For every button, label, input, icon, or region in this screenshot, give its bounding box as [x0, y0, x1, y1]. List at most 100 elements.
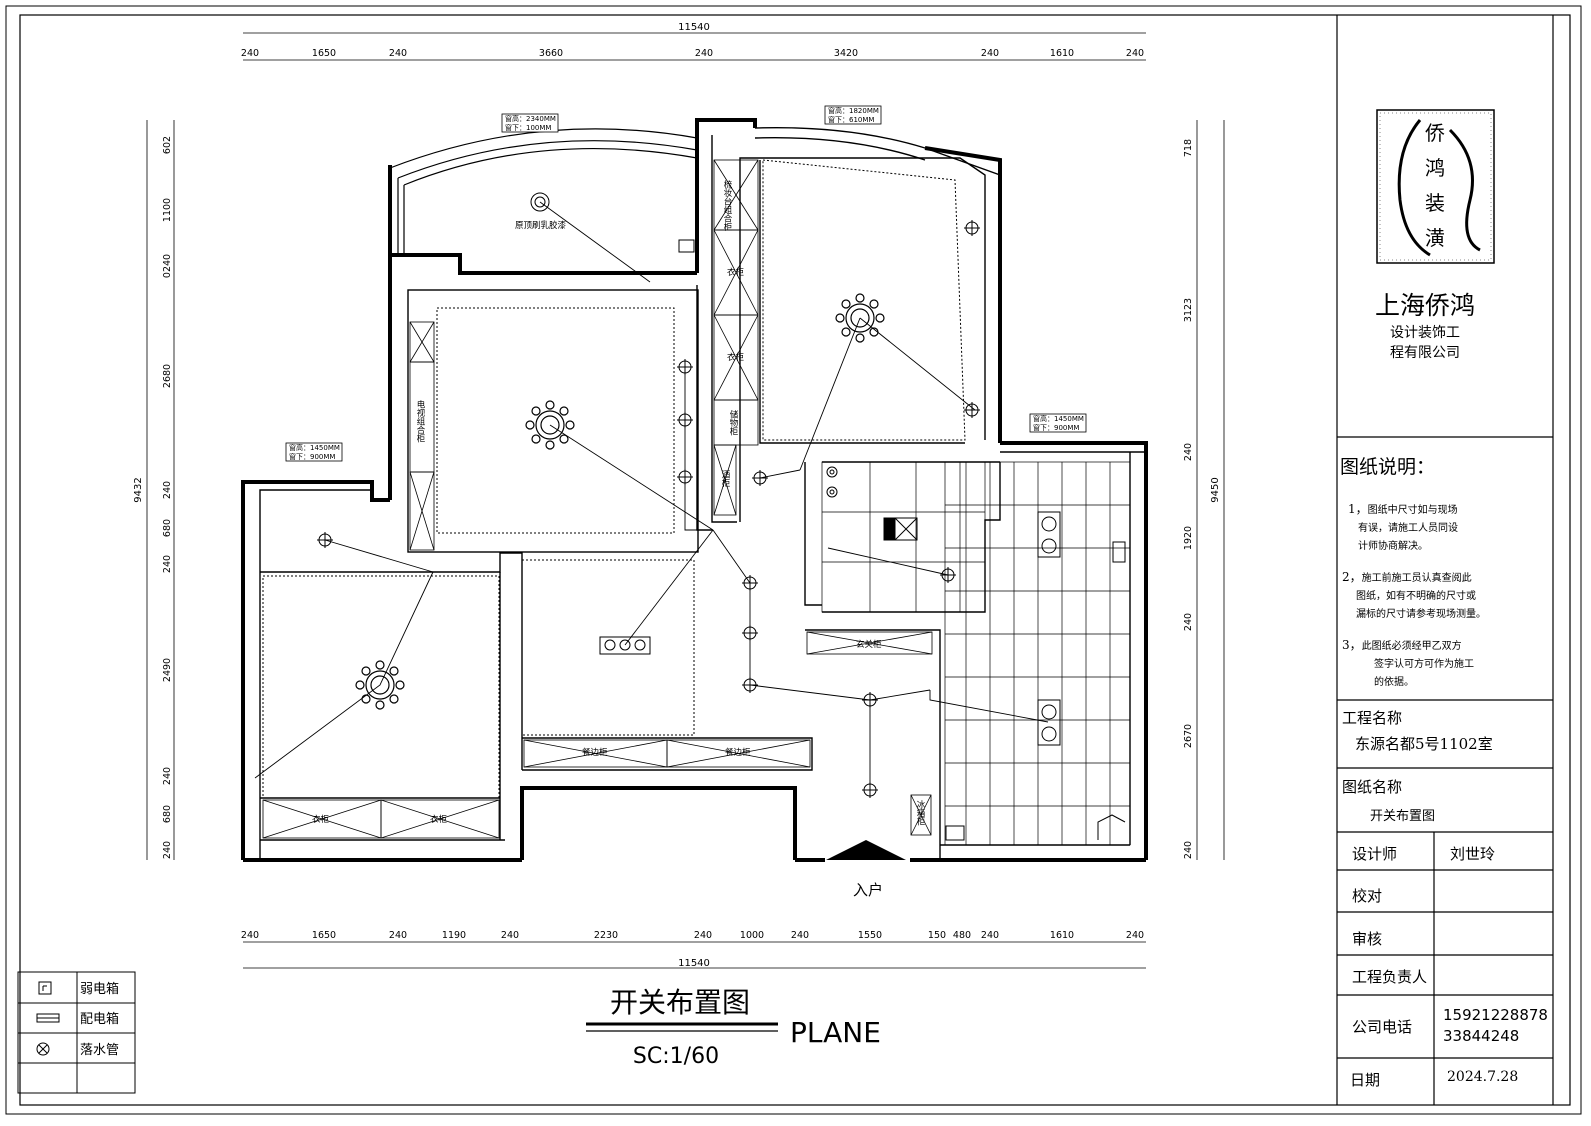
downlight-icon — [677, 359, 693, 375]
chandelier-icons — [355, 293, 885, 710]
designer-value: 刘世玲 — [1450, 845, 1496, 863]
cabinet-label: 衣柜 — [727, 352, 745, 363]
dim-label: 0240 — [162, 254, 173, 278]
dim-label: 240 — [389, 48, 407, 59]
top-dimension-labels: 240 1650 240 3660 240 3420 240 1610 240 — [241, 48, 1144, 59]
dim-label: 480 — [953, 930, 971, 941]
dim-label: 240 — [1183, 613, 1194, 631]
dim-label: 2680 — [162, 364, 173, 388]
logo-char: 装 — [1425, 191, 1445, 215]
cabinet-label: 衣柜 — [727, 267, 745, 278]
check-label: 校对 — [1352, 887, 1383, 905]
legend-label: 落水管 — [80, 1043, 119, 1058]
cabinet-label: 电视组合柜 — [415, 399, 425, 443]
exhaust-fan-icon — [883, 517, 918, 541]
cabinet-label: 酒柜 — [720, 470, 730, 488]
dim-label: 1650 — [312, 48, 336, 59]
downlight-icon — [677, 469, 693, 485]
downlight-icons — [317, 192, 980, 798]
dim-label: 1610 — [1050, 930, 1074, 941]
weak-current-box-icon — [38, 981, 52, 995]
company-logo — [1376, 109, 1495, 264]
left-total-dimension: 9432 — [133, 477, 144, 502]
dim-label: 240 — [162, 767, 173, 785]
dim-label: 1000 — [740, 930, 764, 941]
downlight-icon — [964, 220, 980, 236]
balcony-arc-right — [754, 126, 1001, 190]
dim-label: 150 — [928, 930, 946, 941]
window-height-note: 窗高：1820MM — [828, 106, 879, 115]
weak-current-box-icon — [678, 239, 695, 253]
phone-value-1: 15921228878 — [1443, 1006, 1548, 1024]
vertical-labels: 梳妆台组合柜 储物柜 酒柜 电视组合柜 冰箱柜 — [415, 179, 925, 826]
dim-label: 240 — [162, 841, 173, 859]
dim-label: 680 — [162, 805, 173, 823]
downlight-icon — [742, 625, 758, 641]
company-name: 上海侨鸿 — [1374, 291, 1475, 320]
dim-label: 2490 — [162, 658, 173, 682]
logo-char: 鸿 — [1425, 156, 1445, 180]
downlight-icon — [752, 470, 768, 486]
dim-label: 680 — [162, 519, 173, 537]
window-height-note: 窗高：1450MM — [289, 443, 340, 452]
right-dimension-chain — [1196, 120, 1225, 860]
room-labels: 原顶刷乳胶漆 衣柜 衣柜 玄关柜 餐边柜 餐边柜 衣柜 衣柜 — [312, 220, 882, 825]
downlight-icon — [862, 782, 878, 798]
dim-label: 240 — [241, 930, 259, 941]
legend-labels: 弱电箱 配电箱 落水管 — [80, 981, 119, 1058]
project-name-label: 工程名称 — [1342, 709, 1403, 727]
dim-label: 240 — [791, 930, 809, 941]
dim-label: 2230 — [594, 930, 618, 941]
basin-icon — [1097, 814, 1126, 840]
plane-label: PLANE — [790, 1016, 881, 1049]
left-dimension-labels: 602 1100 0240 2680 240 680 240 2490 240 … — [162, 136, 173, 859]
dim-label: 240 — [1126, 930, 1144, 941]
note-number: 1， — [1348, 502, 1368, 516]
bottom-dimension-labels: 240 1650 240 1190 240 2230 240 1000 240 … — [241, 930, 1144, 941]
note-number: 3， — [1342, 638, 1362, 652]
cabinet-label: 玄关柜 — [856, 639, 882, 650]
note-line: 计师协商解决。 — [1358, 541, 1428, 552]
note-item: 1，图纸中尺寸如与现场 有误，请施工人员同设 计师协商解决。 — [1348, 500, 1458, 556]
drawing-title: 开关布置图 — [610, 986, 750, 1019]
downlight-icon — [964, 402, 980, 418]
spotlight-bar-icon — [599, 636, 651, 655]
designer-label: 设计师 — [1352, 845, 1398, 863]
window-height-note: 窗高：1450MM — [1033, 414, 1084, 423]
ceiling-label: 原顶刷乳胶漆 — [515, 220, 567, 231]
dim-label: 240 — [1126, 48, 1144, 59]
note-line: 图纸，如有不明确的尺寸或 — [1356, 591, 1476, 602]
ceiling-outlines — [262, 159, 966, 799]
drawing-name-value: 开关布置图 — [1370, 809, 1436, 824]
sheet-outer-border — [5, 5, 1582, 1115]
wiring — [254, 201, 1049, 790]
dim-label: 3420 — [834, 48, 858, 59]
company-subtitle-2: 程有限公司 — [1390, 345, 1460, 361]
top-dimension-chain — [243, 32, 1146, 61]
dim-label: 1190 — [442, 930, 466, 941]
downlight-icon — [742, 677, 758, 693]
logo-char: 潢 — [1425, 226, 1445, 250]
dim-label: 602 — [162, 136, 173, 154]
drawing-name-label: 图纸名称 — [1342, 778, 1403, 796]
cabinet-label: 储物柜 — [728, 409, 738, 436]
date-label: 日期 — [1350, 1071, 1381, 1089]
dim-label: 240 — [695, 48, 713, 59]
kitchen-tiles — [821, 461, 986, 613]
dim-label: 3660 — [539, 48, 563, 59]
bath-heater-icon — [1037, 699, 1061, 746]
dim-label: 1100 — [162, 198, 173, 222]
entrance-door-icon — [826, 840, 906, 860]
right-dimension-labels: 718 3123 240 1920 240 2670 240 — [1183, 139, 1194, 859]
top-total-dimension: 11540 — [678, 22, 710, 33]
entrance-label: 入户 — [853, 881, 883, 899]
balcony-arc — [389, 128, 698, 255]
bathroom-tiles — [944, 461, 1131, 846]
dim-label: 2670 — [1183, 724, 1194, 748]
inner-walls — [259, 135, 1146, 860]
window-sill-note: 窗下：610MM — [828, 115, 874, 124]
phone-value-2: 33844248 — [1443, 1027, 1520, 1045]
sink-icon — [945, 825, 965, 841]
bottom-dimension-chain — [243, 941, 1146, 969]
